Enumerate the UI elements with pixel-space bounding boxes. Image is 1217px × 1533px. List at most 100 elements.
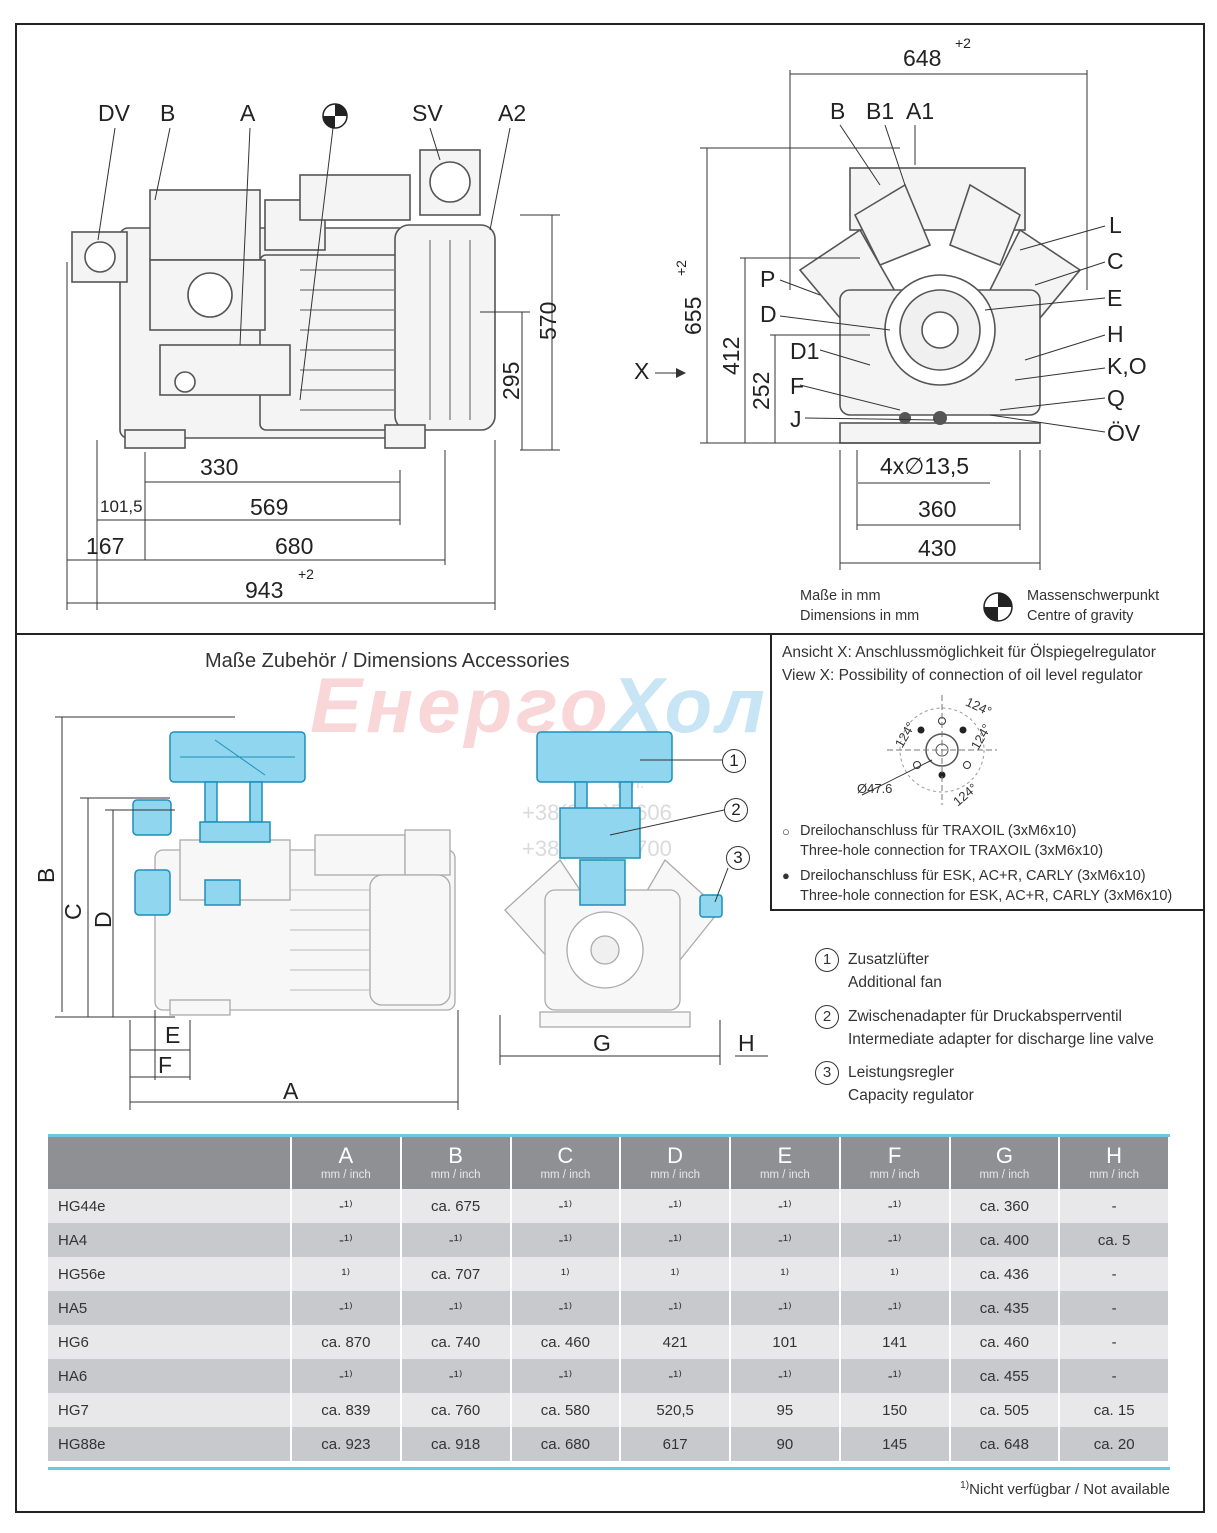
front-view-drawing (655, 70, 1106, 570)
dim-569: 569 (250, 494, 289, 520)
cell: -¹⁾ (400, 1223, 512, 1257)
dim-acc-h: H (738, 1030, 755, 1056)
label-b1: B1 (866, 98, 895, 124)
label-view-x: X (634, 358, 650, 384)
cell: -¹⁾ (730, 1189, 841, 1223)
cell: -¹⁾ (400, 1359, 512, 1393)
cell: ca. 648 (949, 1427, 1061, 1461)
cell: ca. 760 (400, 1393, 512, 1427)
cell: ca. 15 (1059, 1393, 1170, 1427)
dim-360: 360 (918, 496, 957, 522)
label-d1: D1 (790, 338, 820, 364)
dim-167: 167 (86, 533, 125, 559)
legend-en-2: Intermediate adapter for discharge line … (848, 1031, 1154, 1048)
cell: -¹⁾ (620, 1291, 731, 1325)
cell: ca. 455 (949, 1359, 1061, 1393)
label-sv: SV (412, 100, 443, 126)
callout-2: 2 (724, 798, 748, 822)
cell: - (1059, 1291, 1170, 1325)
dim-648: 648 (903, 45, 942, 71)
model-cell: HG44e (48, 1189, 292, 1223)
model-cell: HA4 (48, 1223, 292, 1257)
cell: ca. 460 (949, 1325, 1061, 1359)
cell: -¹⁾ (510, 1223, 622, 1257)
cell: ¹⁾ (730, 1257, 841, 1291)
dim-655: 655 (680, 296, 706, 335)
dim-acc-b: B (33, 867, 59, 883)
table-top-rule (48, 1134, 1170, 1137)
cell: - (1059, 1189, 1170, 1223)
cell: -¹⁾ (400, 1291, 512, 1325)
legend-num-3: 3 (815, 1061, 839, 1085)
label-p: P (760, 266, 776, 292)
cell: ca. 707 (400, 1257, 512, 1291)
legend-de-3: Leistungsregler (848, 1064, 954, 1081)
bottom-drawing-frame (15, 633, 1205, 1513)
table-bottom-rule (48, 1467, 1170, 1470)
cell: -¹⁾ (510, 1189, 622, 1223)
cell: ¹⁾ (620, 1257, 731, 1291)
view-x-line-en: View X: Possibility of connection of oil… (782, 667, 1143, 684)
cell: -¹⁾ (510, 1359, 622, 1393)
dim-acc-g: G (593, 1030, 611, 1056)
view-x-box: Ansicht X: Anschlussmöglichkeit für Ölsp… (770, 633, 1205, 911)
label-l: L (1109, 212, 1122, 238)
label-q: Q (1107, 385, 1125, 411)
model-cell: HA5 (48, 1291, 292, 1325)
legend-item-1: 1 Zusatzlüfter Additional fan (815, 948, 1195, 996)
table-row: HG88e ca. 923 ca. 918 ca. 680 617 90 145… (48, 1427, 1170, 1461)
cell: 145 (839, 1427, 951, 1461)
label-dv: DV (98, 100, 130, 126)
table-row: HG7 ca. 839 ca. 760 ca. 580 520,5 95 150… (48, 1393, 1170, 1427)
accessories-drawing (55, 716, 768, 1110)
cell: -¹⁾ (839, 1291, 951, 1325)
cell: ca. 20 (1059, 1427, 1170, 1461)
cg-en: Centre of gravity (1027, 608, 1134, 624)
dim-101-5: 101,5 (100, 497, 143, 516)
cell: -¹⁾ (620, 1223, 731, 1257)
cell: -¹⁾ (291, 1291, 402, 1325)
filled-hole-icon: ● (782, 868, 790, 883)
cell: ¹⁾ (839, 1257, 951, 1291)
cell: -¹⁾ (291, 1359, 402, 1393)
cell: -¹⁾ (730, 1359, 841, 1393)
dim-acc-c: C (60, 903, 86, 920)
cell: 421 (620, 1325, 731, 1359)
dim-412: 412 (718, 336, 744, 375)
label-j: J (790, 406, 802, 432)
label-e-front: E (1107, 285, 1123, 311)
legend-item-3: 3 Leistungsregler Capacity regulator (815, 1061, 1195, 1109)
cell: - (1059, 1359, 1170, 1393)
cell: -¹⁾ (620, 1189, 731, 1223)
cell: ca. 5 (1059, 1223, 1170, 1257)
legend-de-1: Zusatzlüfter (848, 951, 929, 968)
dim-acc-f: F (158, 1052, 173, 1078)
dim-acc-a: A (283, 1078, 299, 1104)
dim-acc-d: D (90, 911, 116, 928)
cell: 141 (839, 1325, 951, 1359)
model-cell: HG88e (48, 1427, 292, 1461)
dim-430: 430 (918, 535, 957, 561)
cell: ca. 580 (510, 1393, 622, 1427)
label-a: A (240, 100, 256, 126)
cell: ¹⁾ (291, 1257, 402, 1291)
label-c-front: C (1107, 248, 1124, 274)
table-row: HA4 -¹⁾ -¹⁾ -¹⁾ -¹⁾ -¹⁾ -¹⁾ ca. 400 ca. … (48, 1223, 1170, 1257)
label-b-front: B (830, 98, 846, 124)
cell: -¹⁾ (291, 1223, 402, 1257)
units-en: Dimensions in mm (800, 608, 920, 624)
cell: -¹⁾ (291, 1189, 402, 1223)
table-row: HG44e -¹⁾ ca. 675 -¹⁾ -¹⁾ -¹⁾ -¹⁾ ca. 36… (48, 1189, 1170, 1223)
legend-item-2: 2 Zwischenadapter für Druckabsperrventil… (815, 1005, 1205, 1053)
table-header-model (48, 1137, 292, 1189)
cell: 520,5 (620, 1393, 731, 1427)
callout-3: 3 (726, 846, 750, 870)
dim-680: 680 (275, 533, 314, 559)
dim-252: 252 (748, 371, 774, 410)
